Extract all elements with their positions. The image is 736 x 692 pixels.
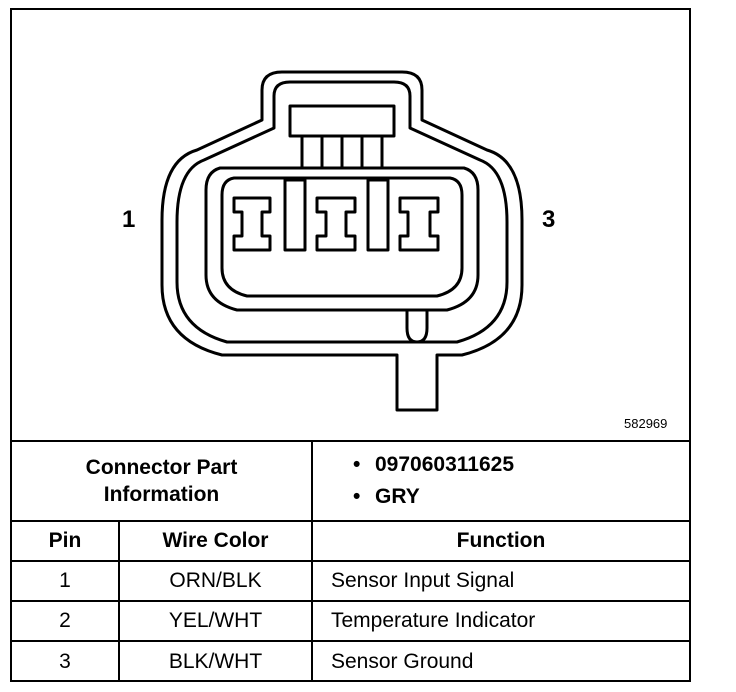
connector-drawing: 1 3 582969 — [12, 10, 689, 440]
diagram-frame: 1 3 582969 Connector Part Information •0… — [10, 8, 691, 682]
part-info-label: Connector Part Information — [85, 456, 238, 506]
connector-info-table: Connector Part Information •097060311625… — [12, 440, 689, 681]
connector-color: GRY — [375, 485, 420, 508]
terminal-1 — [232, 196, 272, 252]
function-cell: Temperature Indicator — [311, 600, 689, 642]
connector-face-illustration — [160, 70, 524, 412]
wire-color-cell: YEL/WHT — [118, 600, 313, 642]
color-line: •GRY — [353, 485, 420, 508]
header-wire-color: Wire Color — [118, 520, 313, 562]
terminal-2 — [315, 196, 357, 252]
pin-3-label: 3 — [542, 206, 556, 233]
pin-1-label: 1 — [122, 206, 136, 233]
wire-color-cell: BLK/WHT — [118, 640, 313, 681]
terminal-3 — [398, 196, 440, 252]
table-row: 3 BLK/WHT Sensor Ground — [12, 640, 689, 681]
header-row: Pin Wire Color Function — [12, 520, 689, 562]
part-info-row: Connector Part Information •097060311625… — [12, 440, 689, 522]
connector-outer-rim — [175, 80, 509, 344]
key-slot — [405, 310, 429, 344]
terminal-divider-1 — [283, 178, 307, 252]
function-cell: Sensor Ground — [311, 640, 689, 681]
header-function: Function — [311, 520, 689, 562]
lock-tab — [288, 104, 396, 138]
pin-cell: 2 — [12, 600, 120, 642]
part-info-values-cell: •097060311625 •GRY — [311, 440, 689, 522]
wire-color-cell: ORN/BLK — [118, 560, 313, 602]
function-cell: Sensor Input Signal — [311, 560, 689, 602]
table-row: 1 ORN/BLK Sensor Input Signal — [12, 560, 689, 602]
terminal-divider-2 — [366, 178, 390, 252]
header-pin: Pin — [12, 520, 120, 562]
connector-inner-cavity — [204, 166, 480, 312]
connector-inner-cavity-rim — [220, 176, 464, 298]
part-number-line: •097060311625 — [353, 453, 514, 476]
connector-outer-shell — [160, 70, 524, 412]
part-info-label-cell: Connector Part Information — [12, 440, 313, 522]
table-row: 2 YEL/WHT Temperature Indicator — [12, 600, 689, 642]
pin-cell: 1 — [12, 560, 120, 602]
figure-number: 582969 — [624, 416, 668, 431]
part-number: 097060311625 — [375, 453, 514, 476]
pin-cell: 3 — [12, 640, 120, 681]
